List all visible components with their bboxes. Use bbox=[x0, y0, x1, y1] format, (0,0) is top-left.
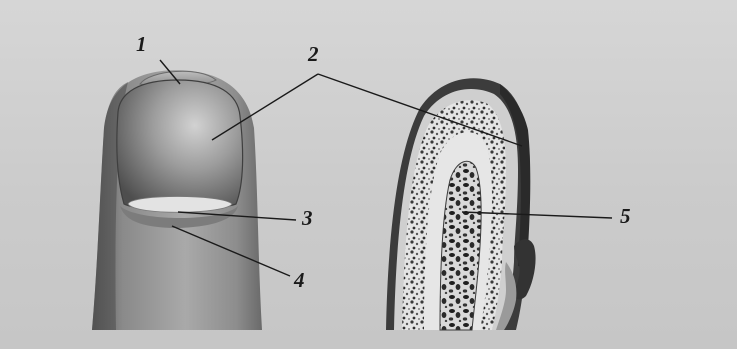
nail-lunula bbox=[128, 197, 232, 213]
finger-external-view bbox=[92, 70, 262, 330]
callout-1: 1 bbox=[136, 34, 147, 55]
callout-5: 5 bbox=[620, 206, 631, 227]
nail-plate bbox=[117, 80, 243, 210]
callout-3: 3 bbox=[302, 208, 313, 229]
callout-4: 4 bbox=[294, 270, 305, 291]
callout-2: 2 bbox=[308, 44, 319, 65]
fingertip-section-view bbox=[386, 78, 536, 330]
